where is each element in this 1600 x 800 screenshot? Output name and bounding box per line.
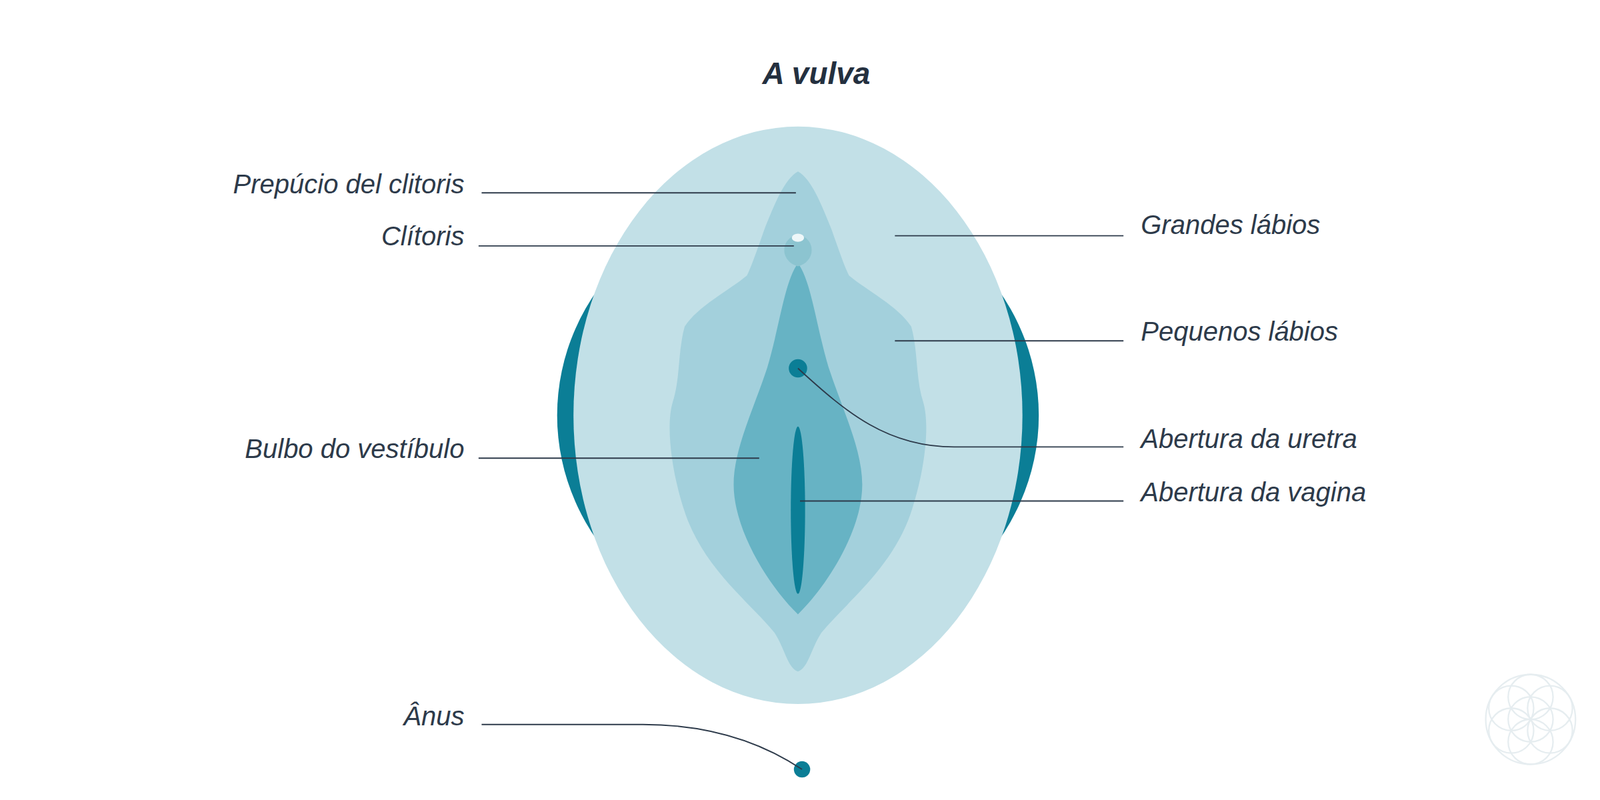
clitoris-highlight xyxy=(792,234,804,242)
leader-line xyxy=(481,724,802,770)
part-label: Ânus xyxy=(403,702,464,730)
leader-line xyxy=(894,235,1124,237)
watermark-logo xyxy=(1486,674,1576,765)
leader-line xyxy=(478,245,794,247)
vestibule-bulb xyxy=(734,263,863,615)
part-label: Pequenos lábios xyxy=(1140,318,1338,345)
logo-ring xyxy=(1486,674,1576,765)
leader-line xyxy=(894,340,1124,342)
leader-lines xyxy=(478,192,1124,770)
part-label: Grandes lábios xyxy=(1140,211,1320,238)
vaginal-opening xyxy=(790,426,805,594)
logo-petal xyxy=(1527,708,1572,753)
part-label: Prepúcio del clitoris xyxy=(233,170,465,198)
anus-dot xyxy=(794,761,810,778)
leader-line xyxy=(478,457,760,459)
leader-line xyxy=(798,368,1124,448)
part-label: Bulbo do vestíbulo xyxy=(244,435,464,462)
part-label: Abertura da vagina xyxy=(1140,478,1366,506)
labia-majora xyxy=(573,126,1022,704)
leader-line xyxy=(481,192,796,194)
diagram-title: A vulva xyxy=(762,58,871,89)
part-label: Clítoris xyxy=(381,222,464,250)
leader-line xyxy=(800,500,1124,502)
part-label: Abertura da uretra xyxy=(1140,425,1358,452)
